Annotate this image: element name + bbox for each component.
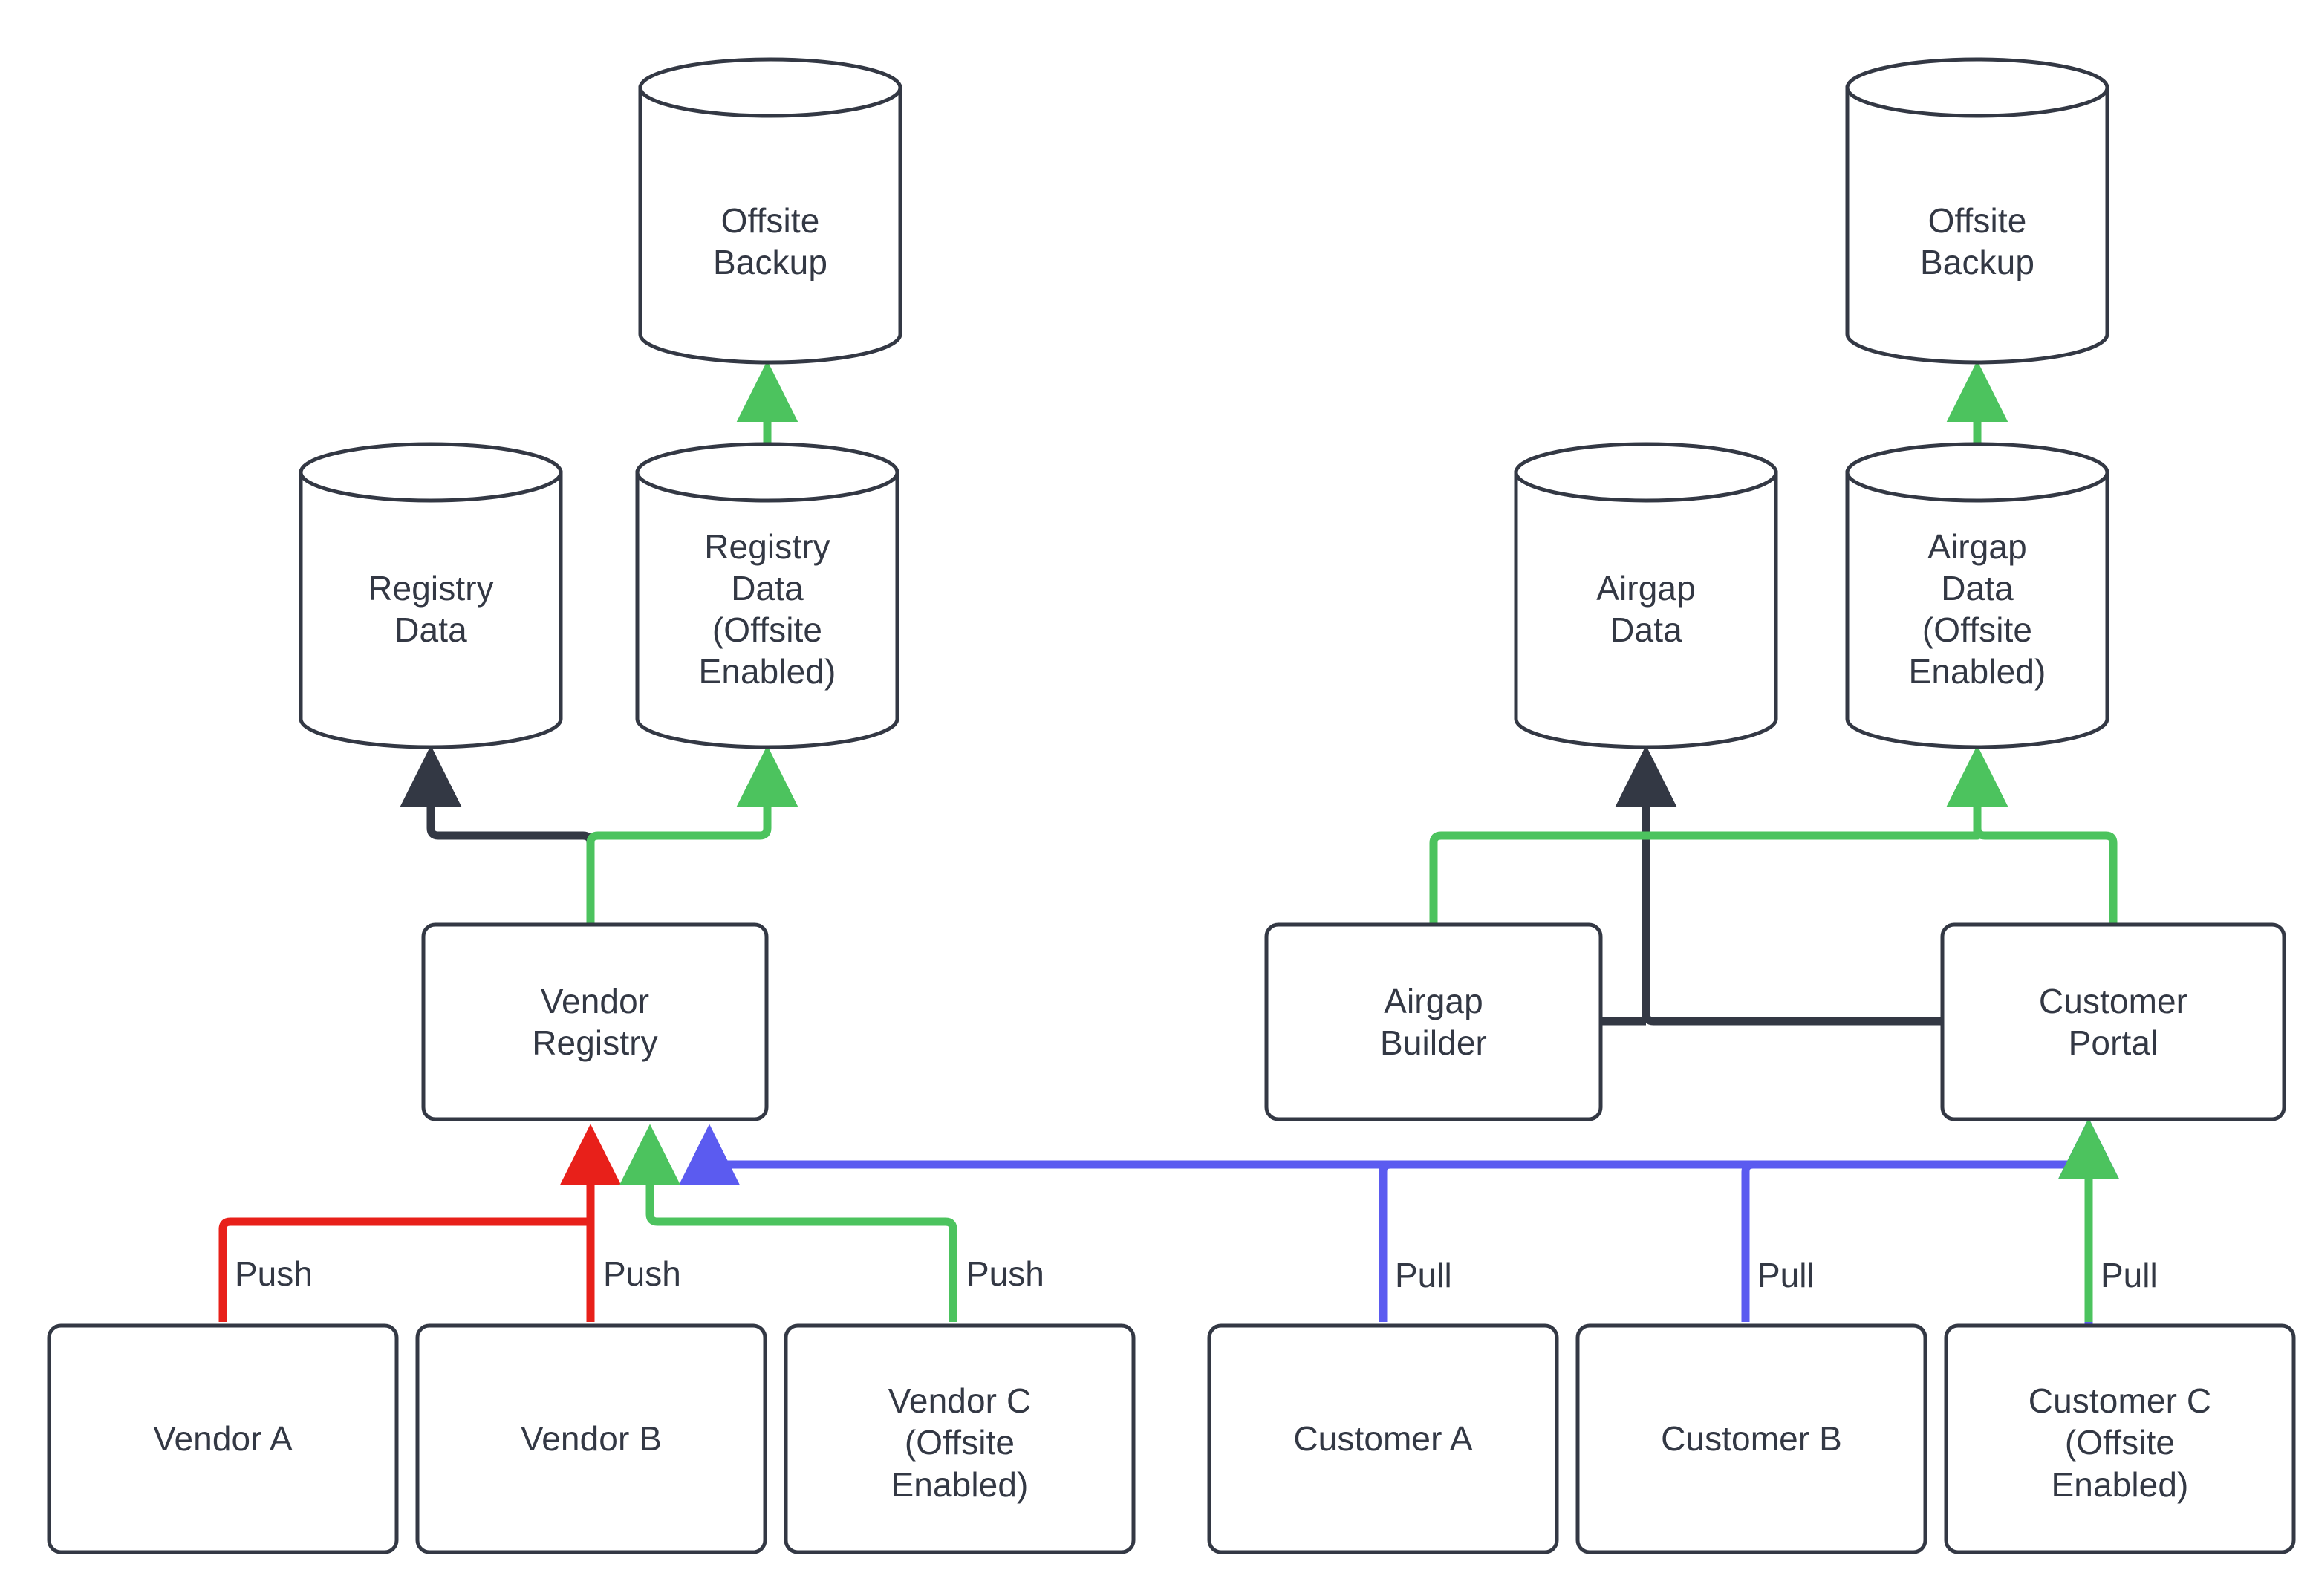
node-customer-b (1575, 1323, 1928, 1554)
node-customer-portal (1940, 922, 2286, 1121)
node-vendor-registry (421, 922, 769, 1121)
edge-label-vendor-c-push: Push (963, 1255, 1047, 1293)
edge-customer-portal-to-airgap-data (1615, 745, 1942, 1026)
edge-vendor-a-to-vendor-registry (218, 1124, 622, 1322)
node-vendor-c (784, 1323, 1136, 1554)
node-customer-a (1207, 1323, 1559, 1554)
edge-vendor-c-to-vendor-registry (619, 1124, 957, 1322)
edge-vendor-registry-to-registry-data-offsite (586, 745, 798, 925)
node-offsite-backup-left (638, 57, 902, 365)
node-registry-data-offsite (635, 442, 900, 749)
edge-label-customer-a-pull: Pull (1392, 1257, 1455, 1294)
node-airgap-data (1514, 442, 1778, 749)
edge-customer-portal-to-airgap-data-offsite (1946, 745, 2118, 925)
edge-customer-a-to-customer-portal (1379, 1118, 2120, 1322)
node-vendor-b (415, 1323, 767, 1554)
node-registry-data (299, 442, 563, 749)
edge-vendor-registry-to-registry-data (400, 745, 595, 925)
node-vendor-a (47, 1323, 399, 1554)
edge-label-customer-b-pull: Pull (1754, 1257, 1818, 1294)
edge-airgap-builder-to-airgap-data-offsite (1429, 745, 2008, 925)
node-offsite-backup-right (1845, 57, 2109, 365)
node-airgap-data-offsite (1845, 442, 2109, 749)
edge-label-vendor-a-push: Push (232, 1255, 316, 1293)
node-customer-c (1944, 1323, 2296, 1554)
edge-label-vendor-b-push: Push (600, 1255, 684, 1293)
edge-label-customer-c-pull: Pull (2098, 1257, 2161, 1294)
node-airgap-builder (1264, 922, 1603, 1121)
